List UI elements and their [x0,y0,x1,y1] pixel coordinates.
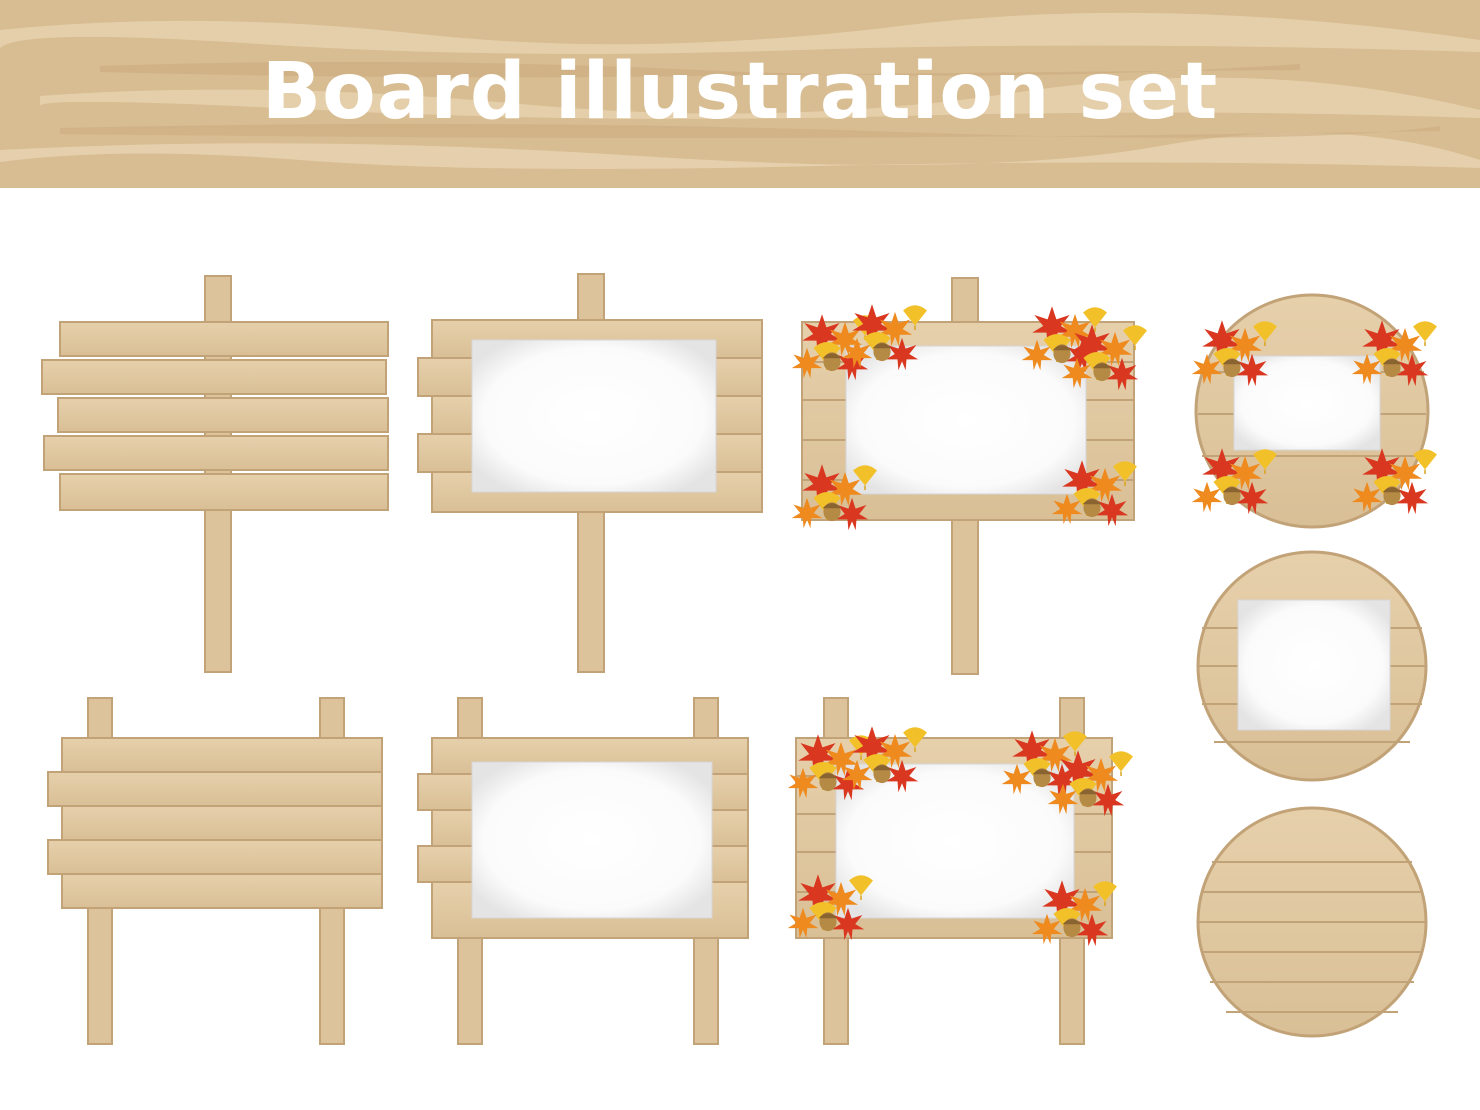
plank-sign-single-post [41,275,389,673]
autumn-round-sign [1192,293,1437,529]
framed-round-sign [1196,550,1428,782]
autumn-framed-sign-single-post [792,277,1147,675]
framed-sign-single-post [417,273,763,673]
plain-round-sign [1196,806,1428,1038]
autumn-framed-sign-two-posts [788,697,1133,1045]
plank-sign-two-posts [47,697,383,1045]
page-title: Board illustration set [261,47,1219,137]
framed-sign-two-posts [417,697,749,1045]
board-illustrations [41,273,1480,1045]
wood-grain-texture [0,12,1480,169]
title-banner: Board illustration set [0,0,1480,188]
